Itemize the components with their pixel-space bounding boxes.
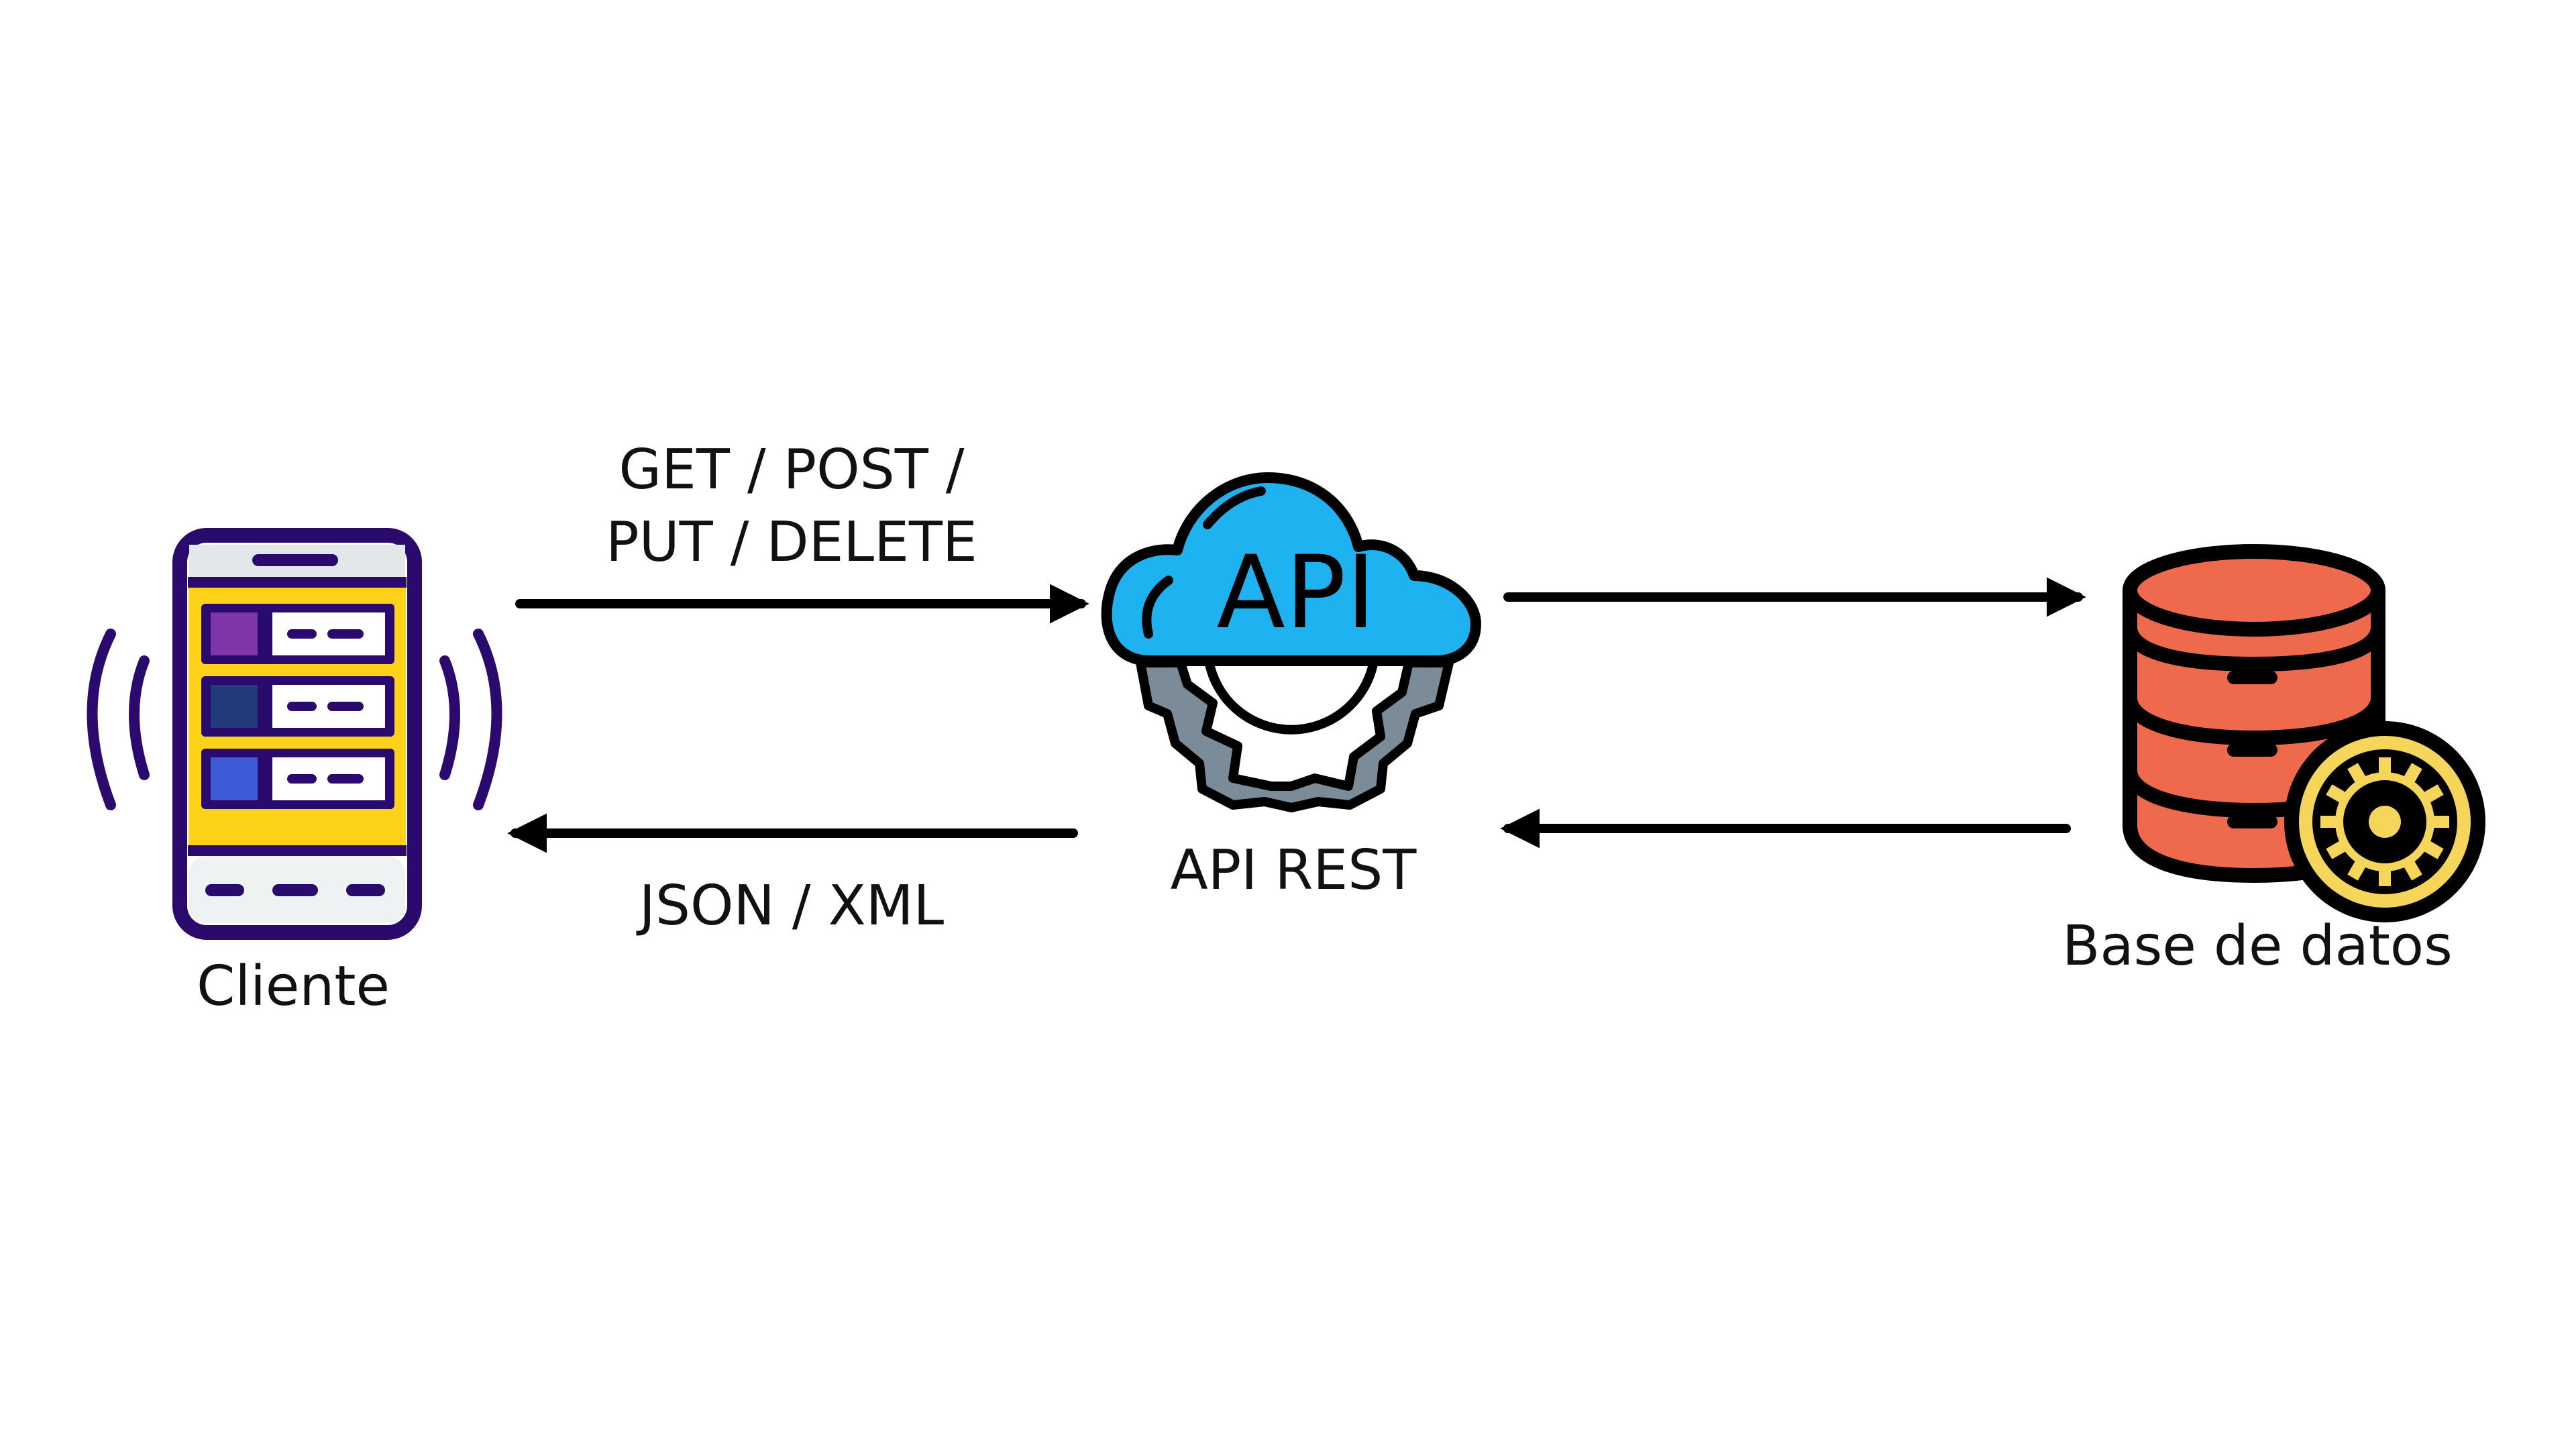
settings-gear-icon: [2284, 721, 2485, 922]
signal-wave-right-outer: [473, 629, 502, 810]
database-node: Base de datos: [2062, 544, 2485, 978]
screen-row-1: [201, 604, 394, 664]
screen-row-2: [201, 676, 394, 737]
signal-wave-left-outer: [87, 629, 116, 810]
api-icon-text: API: [1216, 535, 1375, 651]
request-methods-line1: GET / POST /: [619, 438, 964, 502]
database-top: [2123, 544, 2385, 637]
edge-response: JSON / XML: [507, 813, 1078, 938]
cloud-gear-icon: API: [1101, 472, 1481, 812]
signal-wave-right-inner: [439, 655, 460, 780]
gear-tooth: [2379, 869, 2391, 886]
client-label: Cliente: [197, 955, 390, 1018]
gear-tooth: [2432, 816, 2449, 828]
gear-tooth: [2379, 757, 2391, 775]
request-methods-line2: PUT / DELETE: [606, 511, 977, 574]
api-label: API REST: [1171, 839, 1417, 902]
database-gear-icon: [2123, 544, 2485, 922]
gear-tooth: [2320, 816, 2338, 828]
client-node: Cliente: [87, 528, 502, 1018]
mobile-phone-icon: [87, 528, 502, 940]
signal-wave-left-inner: [129, 655, 150, 780]
edge-request: GET / POST / PUT / DELETE: [515, 438, 1089, 624]
api-node: API API REST: [1101, 472, 1481, 902]
response-format-label: JSON / XML: [636, 874, 945, 938]
screen-row-3: [201, 749, 394, 809]
database-label: Base de datos: [2062, 914, 2453, 978]
cloud-icon: [1101, 472, 1481, 666]
